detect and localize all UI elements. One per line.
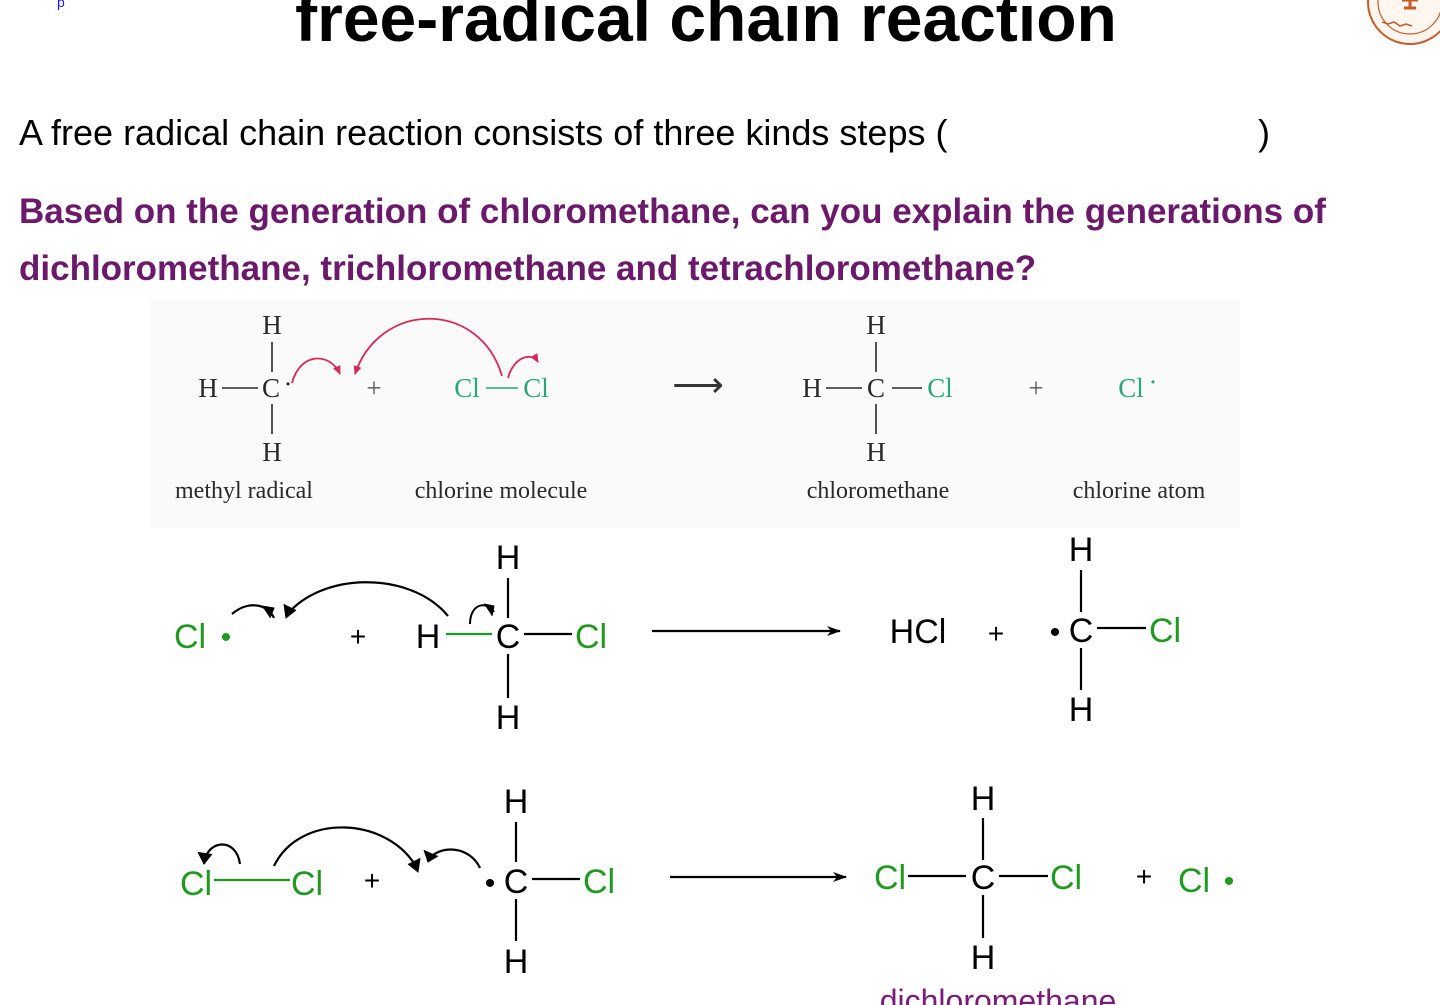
reaction-1: H H C · H methyl radical + Cl Cl chlorin… <box>150 300 1240 528</box>
r2-curved-arrow-3-head <box>483 603 495 617</box>
r2-cl-radical-dot: • <box>221 621 232 654</box>
r3-radical-dot: • <box>485 867 496 900</box>
r3-dcm-H-bottom: H <box>971 939 996 977</box>
r3-dcm-Cl-left: Cl <box>874 859 906 897</box>
r3-radical-C: C <box>504 863 529 901</box>
methyl-H-left: H <box>198 373 218 403</box>
r3-dcm-label: dichloromethane <box>880 983 1117 1005</box>
methyl-C: C <box>262 373 280 403</box>
r2-chloromethane-Cl: Cl <box>575 618 607 656</box>
chlorine-atom-Cl: Cl <box>1118 373 1144 403</box>
chloromethane-1: H H C Cl H chloromethane <box>802 310 953 504</box>
chloromethane-H-top: H <box>866 310 886 340</box>
methyl-H-bottom: H <box>262 437 282 467</box>
intro-close-paren: ) <box>1258 112 1270 153</box>
chlorine-molecule-Cl-right: Cl <box>523 373 549 403</box>
r3-radical-Cl: Cl <box>583 863 615 901</box>
r2-chloromethane-H-left: H <box>416 618 441 656</box>
r3-dcm-C: C <box>971 859 996 897</box>
chlorine-atom-label: chlorine atom <box>1073 478 1206 504</box>
r2-chloromethane-C: C <box>496 618 521 656</box>
r2-curved-arrow-2 <box>285 581 449 617</box>
chlorine-molecule-label: chlorine molecule <box>415 478 588 504</box>
reaction-1-plus-1: + <box>366 373 381 403</box>
chloromethane-label: chloromethane <box>807 478 950 504</box>
fishhook-arrow-3 <box>507 353 539 379</box>
r3-plus-2: + <box>1136 861 1152 892</box>
r2-plus-1: + <box>350 621 366 652</box>
r2-cl-radical-Cl: Cl <box>174 618 206 656</box>
reaction-1-arrow: ⟶ <box>672 365 724 405</box>
r2-curved-arrow-1-head <box>261 605 275 619</box>
r2-radical-H-top: H <box>1069 531 1094 569</box>
r3-cl-radical-Cl: Cl <box>1178 862 1210 900</box>
corner-mark: p <box>57 0 65 10</box>
r2-HCl: HCl <box>890 613 947 651</box>
r3-curved-arrow-3-head <box>423 849 439 863</box>
chlorine-molecule-Cl-left: Cl <box>454 373 480 403</box>
r2-curved-arrow-1 <box>231 604 276 619</box>
r2-radical-Cl: Cl <box>1149 612 1181 650</box>
reaction-2: Cl • + H H C Cl H HCl + H • C Cl H <box>174 531 1181 737</box>
chlorine-molecule: Cl Cl chlorine molecule <box>415 373 588 504</box>
chlorine-atom: Cl · chlorine atom <box>1073 367 1206 504</box>
chloromethane-Cl: Cl <box>927 373 953 403</box>
r3-curved-arrow-2 <box>273 826 419 871</box>
chlorine-atom-dot: · <box>1149 367 1158 397</box>
r3-curved-arrow-3 <box>427 848 482 869</box>
reaction-3: Cl Cl + H • C Cl H H Cl C Cl H dichlorom… <box>180 780 1234 1005</box>
r2-plus-2: + <box>988 618 1004 649</box>
methyl-radical: H H C · H methyl radical <box>175 310 313 504</box>
r3-plus-1: + <box>364 865 380 896</box>
methyl-H-top: H <box>262 310 282 340</box>
r3-curved-arrow-2-head <box>407 857 421 873</box>
r2-radical-dot: • <box>1050 616 1061 649</box>
fishhook-arrow-2 <box>353 318 503 377</box>
chloromethane-H-left: H <box>802 373 822 403</box>
r3-dcm-H-top: H <box>971 780 996 818</box>
intro-text: A free radical chain reaction consists o… <box>19 112 948 153</box>
reaction-1-backdrop <box>150 300 1240 528</box>
page-title: free-radical chain reaction <box>295 0 1117 55</box>
methyl-radical-dot: · <box>284 369 293 399</box>
r2-radical-H-bottom: H <box>1069 691 1094 729</box>
r3-radical-H-bottom: H <box>504 943 529 981</box>
r2-curved-arrow-2-head <box>283 603 297 619</box>
chloromethane-H-bottom: H <box>866 437 886 467</box>
r3-cl-radical-dot: • <box>1224 865 1235 898</box>
question-text: Based on the generation of chloromethane… <box>19 192 1326 288</box>
r3-dcm-Cl-right: Cl <box>1050 859 1082 897</box>
r3-curved-arrow-1-head <box>197 851 213 865</box>
fishhook-arrow-1 <box>291 357 341 384</box>
r2-chloromethane-H-bottom: H <box>496 699 521 737</box>
reaction-1-plus-2: + <box>1028 373 1043 403</box>
methyl-radical-label: methyl radical <box>175 478 313 504</box>
r3-radical-H-top: H <box>504 783 529 821</box>
r2-radical-C: C <box>1069 612 1094 650</box>
university-logo <box>1367 0 1440 45</box>
r3-chlorine-Cl-right: Cl <box>291 865 323 903</box>
chloromethane-C: C <box>867 373 885 403</box>
r3-chlorine-Cl-left: Cl <box>180 865 212 903</box>
r2-chloromethane-H-top: H <box>496 539 521 577</box>
